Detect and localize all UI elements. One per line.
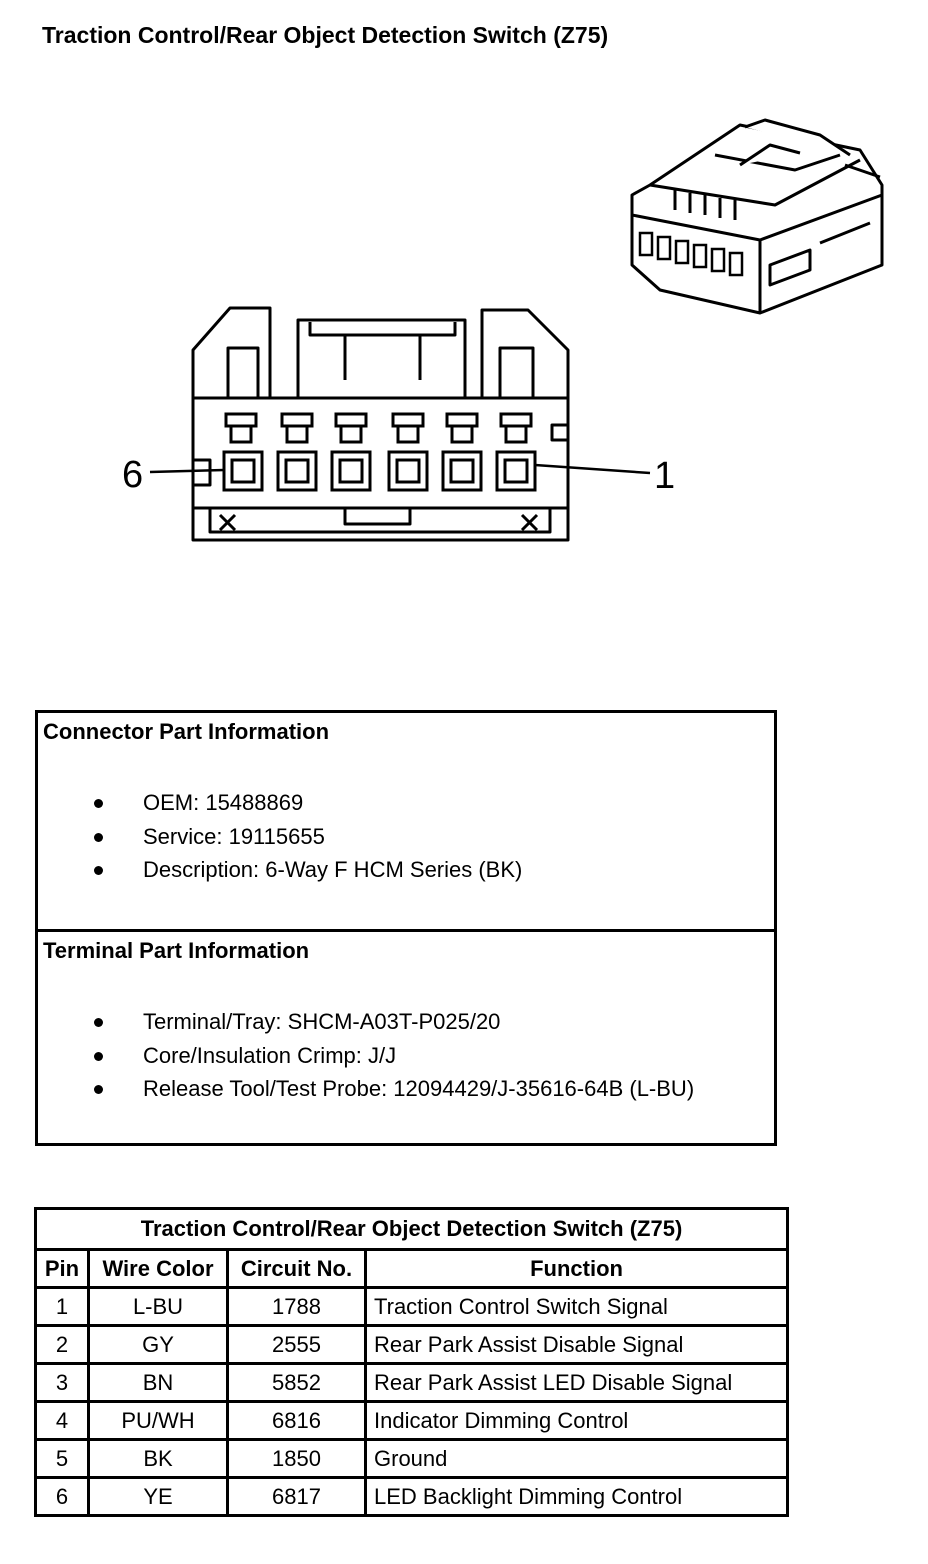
cavity-1 xyxy=(495,412,537,492)
pin-function-table: Traction Control/Rear Object Detection S… xyxy=(33,1207,790,1517)
bullet-icon xyxy=(94,866,103,875)
bullet-icon xyxy=(94,1051,103,1061)
pin-cell: 3 xyxy=(34,1362,90,1403)
function-cell: LED Backlight Dimming Control xyxy=(363,1476,790,1517)
table-header-row: Pin Wire Color Circuit No. Function xyxy=(34,1248,790,1289)
bullet-icon xyxy=(94,1085,103,1094)
header-circuit-no: Circuit No. xyxy=(226,1248,367,1289)
pin-cell: 2 xyxy=(34,1324,90,1365)
function-cell: Ground xyxy=(363,1438,790,1479)
table-row: 1 L-BU 1788 Traction Control Switch Sign… xyxy=(34,1286,790,1327)
bullet-icon xyxy=(94,832,103,842)
terminal-info-heading: Terminal Part Information xyxy=(43,938,310,963)
pin-6-leader-line xyxy=(149,468,225,474)
connector-part-information: Connector Part Information OEM: 15488869… xyxy=(38,713,774,932)
cavity-4 xyxy=(330,412,372,492)
function-cell: Rear Park Assist Disable Signal xyxy=(363,1324,790,1365)
pin-cell: 5 xyxy=(34,1438,90,1479)
wire-color-cell: YE xyxy=(87,1476,229,1517)
function-cell: Rear Park Assist LED Disable Signal xyxy=(363,1362,790,1403)
circuit-cell: 1850 xyxy=(226,1438,367,1479)
pin-cell: 6 xyxy=(34,1476,90,1517)
circuit-cell: 2555 xyxy=(226,1324,367,1365)
connector-info-heading: Connector Part Information xyxy=(43,719,330,744)
cavity-2 xyxy=(441,412,483,492)
table-row: 2 GY 2555 Rear Park Assist Disable Signa… xyxy=(34,1324,790,1365)
wire-color-cell: L-BU xyxy=(87,1286,229,1327)
part-information-box: Connector Part Information OEM: 15488869… xyxy=(35,710,777,1146)
wire-color-cell: PU/WH xyxy=(87,1400,229,1441)
connector-3d-illustration xyxy=(630,118,884,315)
pin-1-label: 1 xyxy=(654,455,675,497)
circuit-cell: 1788 xyxy=(226,1286,367,1327)
pin-cell: 1 xyxy=(34,1286,90,1327)
circuit-cell: 5852 xyxy=(226,1362,367,1403)
cavity-3 xyxy=(387,412,429,492)
bullet-icon xyxy=(94,799,103,808)
wire-color-cell: GY xyxy=(87,1324,229,1365)
function-cell: Indicator Dimming Control xyxy=(363,1400,790,1441)
table-row: 4 PU/WH 6816 Indicator Dimming Control xyxy=(34,1400,790,1441)
pin-cell: 4 xyxy=(34,1400,90,1441)
connector-face-diagram: 6 1 xyxy=(122,306,675,542)
header-wire-color: Wire Color xyxy=(87,1248,229,1289)
cavity-6 xyxy=(222,412,264,492)
table-row: 3 BN 5852 Rear Park Assist LED Disable S… xyxy=(34,1362,790,1403)
pin-6-label: 6 xyxy=(122,454,143,496)
header-pin: Pin xyxy=(34,1248,90,1289)
circuit-cell: 6817 xyxy=(226,1476,367,1517)
function-cell: Traction Control Switch Signal xyxy=(363,1286,790,1327)
table-row: 6 YE 6817 LED Backlight Dimming Control xyxy=(34,1476,790,1517)
table-row: 5 BK 1850 Ground xyxy=(34,1438,790,1479)
table-caption: Traction Control/Rear Object Detection S… xyxy=(33,1207,790,1251)
circuit-cell: 6816 xyxy=(226,1400,367,1441)
terminal-part-information: Terminal Part Information Terminal/Tray:… xyxy=(43,938,695,1101)
cavity-5 xyxy=(276,412,318,492)
header-function: Function xyxy=(363,1248,790,1289)
bullet-icon xyxy=(94,1018,103,1027)
wire-color-cell: BN xyxy=(87,1362,229,1403)
pin-1-leader-line xyxy=(534,463,651,475)
page-title: Traction Control/Rear Object Detection S… xyxy=(42,22,609,48)
wire-color-cell: BK xyxy=(87,1438,229,1479)
